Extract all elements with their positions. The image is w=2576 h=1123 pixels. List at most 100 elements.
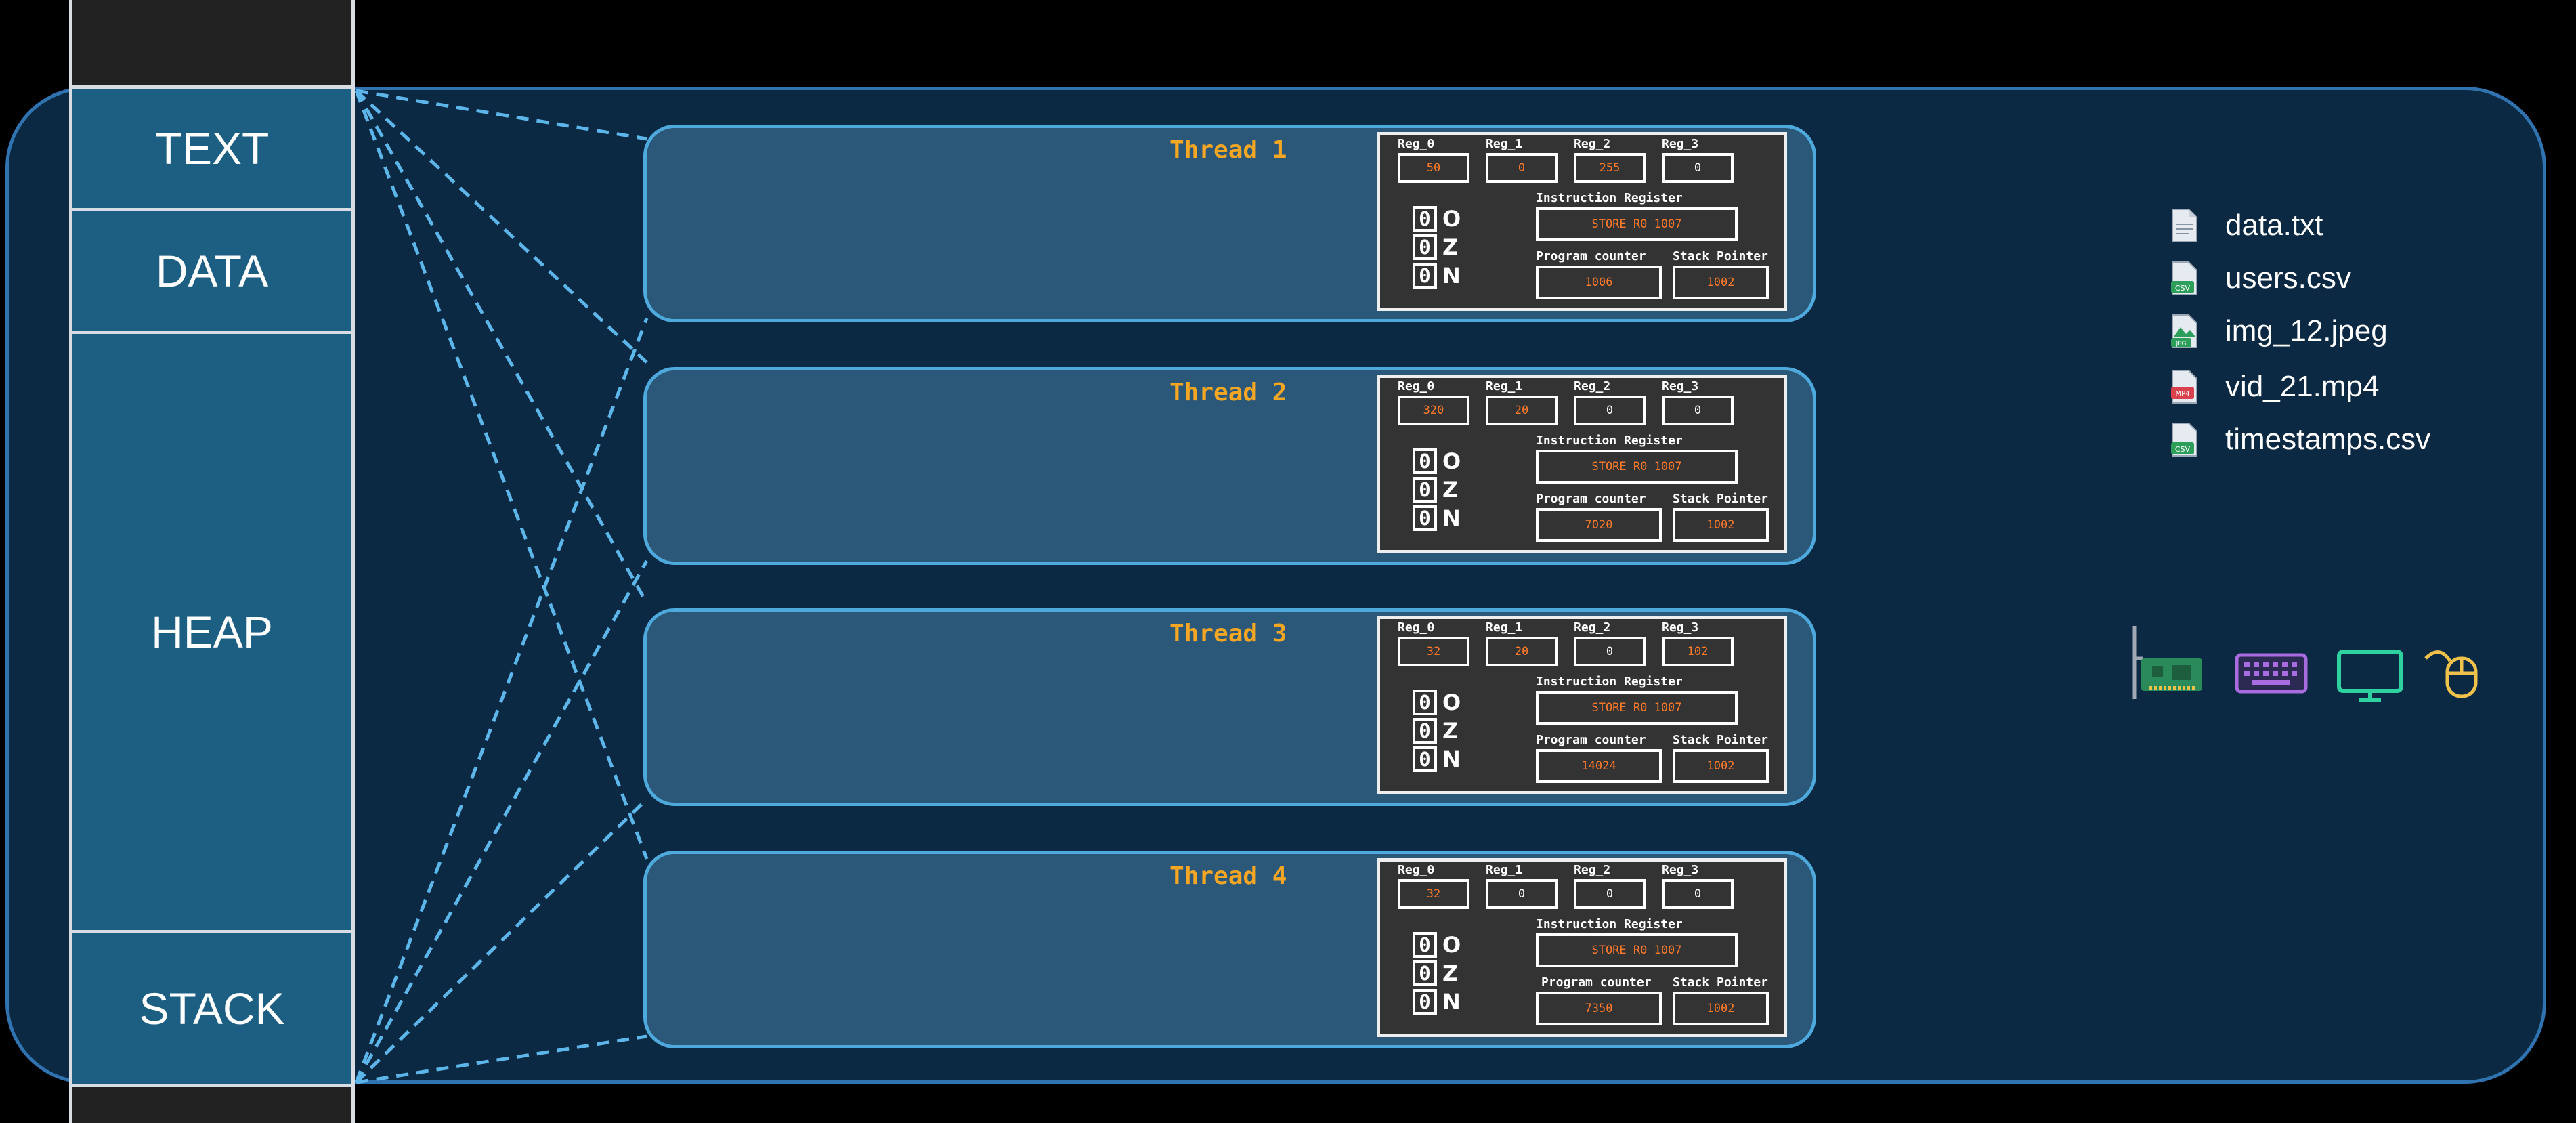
flag-n-label: N	[1442, 746, 1461, 772]
reg3-value: 0	[1662, 396, 1734, 425]
file-img-12-jpeg[interactable]: JPG img_12.jpeg	[2171, 312, 2388, 351]
reg2-label: Reg_2	[1574, 137, 1611, 151]
flag-n-value: 0	[1413, 746, 1437, 772]
file-name: data.txt	[2225, 209, 2323, 242]
stack-pointer-label: Stack Pointer	[1673, 249, 1768, 263]
segment-data-label: DATA	[155, 246, 269, 296]
reg3-value: 102	[1662, 637, 1734, 666]
file-badge: MP4	[2175, 390, 2189, 398]
thread-title: Thread 3	[1169, 620, 1287, 648]
segment-stack-label: STACK	[139, 983, 285, 1034]
flag-z-value: 0	[1413, 477, 1437, 503]
instruction-register-value: STORE R0 1007	[1536, 207, 1738, 241]
link-text-thread-4	[354, 90, 649, 860]
text-file-icon	[2172, 209, 2197, 242]
image-file-icon: JPG	[2171, 314, 2197, 348]
reg0-value: 50	[1398, 153, 1469, 183]
file-vid-21-mp4[interactable]: MP4 vid_21.mp4	[2171, 367, 2379, 406]
instruction-register-value: STORE R0 1007	[1536, 691, 1738, 725]
flag-o-value: 0	[1413, 448, 1437, 474]
reg2-label: Reg_2	[1574, 620, 1611, 635]
reg2-label: Reg_2	[1574, 379, 1611, 394]
stack-pointer-value: 1002	[1673, 266, 1769, 299]
csv-file-icon: CSV	[2171, 423, 2197, 457]
csv-file-icon: CSV	[2171, 261, 2197, 295]
register-panel: Reg_0 Reg_1 Reg_2 Reg_3 32 20 0 102 0 0 …	[1377, 616, 1787, 794]
thread-title: Thread 4	[1169, 862, 1287, 890]
reg1-value: 0	[1486, 153, 1558, 183]
flag-o-label: O	[1442, 206, 1461, 232]
instruction-register-label: Instruction Register	[1536, 191, 1683, 205]
stack-pointer-label: Stack Pointer	[1673, 733, 1768, 747]
register-panel: Reg_0 Reg_1 Reg_2 Reg_3 32 0 0 0 0 0 0 O…	[1377, 858, 1787, 1037]
segment-text-label: TEXT	[154, 123, 270, 173]
flag-n-value: 0	[1413, 263, 1437, 289]
keyboard-icon[interactable]	[2235, 653, 2308, 694]
register-panel: Reg_0 Reg_1 Reg_2 Reg_3 50 0 255 0 0 0 0…	[1377, 132, 1787, 311]
reg2-value: 255	[1574, 153, 1646, 183]
instruction-register-label: Instruction Register	[1536, 917, 1683, 931]
program-counter-value: 14024	[1536, 749, 1662, 783]
segment-text: TEXT	[69, 85, 355, 211]
file-badge: CSV	[2175, 445, 2191, 454]
flag-z-label: Z	[1442, 718, 1459, 744]
flag-o-value: 0	[1413, 206, 1437, 232]
file-name: timestamps.csv	[2225, 423, 2431, 456]
thread-4: Thread 4 Reg_0 Reg_1 Reg_2 Reg_3 32 0 0 …	[643, 851, 1816, 1048]
flag-z-value: 0	[1413, 960, 1437, 986]
flag-z-label: Z	[1442, 477, 1459, 503]
file-users-csv[interactable]: CSV users.csv	[2171, 259, 2351, 298]
segment-data: DATA	[69, 208, 355, 334]
thread-title: Thread 2	[1169, 379, 1287, 406]
reg0-label: Reg_0	[1398, 137, 1435, 151]
video-file-icon: MP4	[2171, 370, 2197, 404]
instruction-register-label: Instruction Register	[1536, 433, 1683, 448]
link-stack-thread-3	[355, 798, 648, 1084]
thread-title: Thread 1	[1169, 136, 1287, 164]
reg3-label: Reg_3	[1662, 620, 1699, 635]
flag-z-label: Z	[1442, 234, 1459, 260]
link-text-thread-3	[354, 89, 649, 604]
reg1-label: Reg_1	[1486, 379, 1523, 394]
program-counter-label: Program counter	[1536, 733, 1646, 747]
monitor-icon[interactable]	[2336, 649, 2404, 703]
program-counter-value: 7020	[1536, 508, 1662, 542]
mouse-icon[interactable]	[2423, 643, 2480, 700]
flag-o-value: 0	[1413, 932, 1437, 958]
reg3-label: Reg_3	[1662, 379, 1699, 394]
thread-1: Thread 1 Reg_0 Reg_1 Reg_2 Reg_3 50 0 25…	[643, 125, 1816, 322]
reg0-label: Reg_0	[1398, 620, 1435, 635]
flag-n-label: N	[1442, 505, 1461, 531]
flag-z-value: 0	[1413, 234, 1437, 260]
file-timestamps-csv[interactable]: CSV timestamps.csv	[2171, 420, 2430, 459]
reg2-value: 0	[1574, 879, 1646, 909]
reg3-value: 0	[1662, 879, 1734, 909]
program-counter-value: 1006	[1536, 266, 1662, 299]
reg0-value: 32	[1398, 637, 1469, 666]
stack-pointer-label: Stack Pointer	[1673, 492, 1768, 506]
file-data-txt[interactable]: data.txt	[2171, 206, 2323, 245]
program-counter-label: Program counter	[1536, 492, 1646, 506]
reg2-label: Reg_2	[1574, 863, 1611, 877]
reg3-value: 0	[1662, 153, 1734, 183]
instruction-register-label: Instruction Register	[1536, 675, 1683, 689]
file-badge: JPG	[2175, 341, 2186, 347]
segment-heap: HEAP	[69, 331, 355, 933]
reg1-label: Reg_1	[1486, 620, 1523, 635]
thread-2: Thread 2 Reg_0 Reg_1 Reg_2 Reg_3 320 20 …	[643, 367, 1816, 565]
thread-3: Thread 3 Reg_0 Reg_1 Reg_2 Reg_3 32 20 0…	[643, 608, 1816, 806]
instruction-register-value: STORE R0 1007	[1536, 933, 1738, 967]
stack-pointer-value: 1002	[1673, 508, 1769, 542]
flag-n-value: 0	[1413, 505, 1437, 531]
network-card-icon[interactable]	[2130, 623, 2206, 702]
link-stack-thread-1	[354, 318, 649, 1083]
stack-pointer-value: 1002	[1673, 749, 1769, 783]
file-name: users.csv	[2225, 261, 2351, 295]
reg1-value: 20	[1486, 637, 1558, 666]
program-counter-value: 7350	[1536, 992, 1662, 1025]
file-name: vid_21.mp4	[2225, 370, 2380, 403]
file-name: img_12.jpeg	[2225, 314, 2388, 347]
flag-o-label: O	[1442, 932, 1461, 958]
reg1-label: Reg_1	[1486, 137, 1523, 151]
